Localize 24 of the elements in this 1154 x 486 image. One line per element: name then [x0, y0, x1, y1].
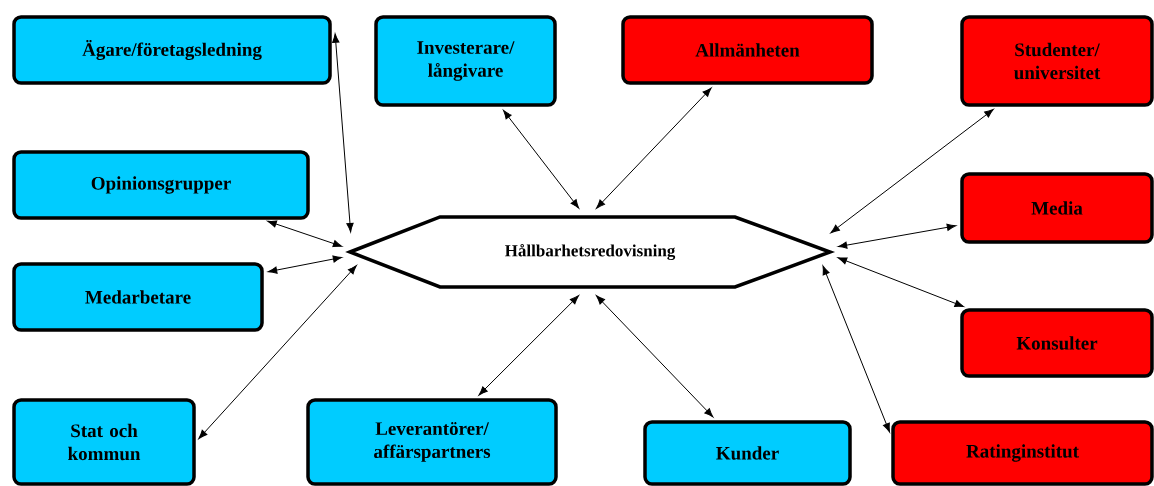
stakeholder-box: Konsulter [960, 308, 1154, 378]
stakeholder-box: Medarbetare [12, 262, 264, 332]
stakeholder-box: Allmänheten [621, 15, 874, 85]
stakeholder-box: Ratinginstitut [891, 420, 1154, 486]
arrow [837, 223, 957, 249]
stakeholder-box: Stat och kommun [12, 398, 196, 486]
stakeholder-box: Studenter/ universitet [960, 15, 1154, 107]
arrow [503, 109, 580, 209]
arrow [837, 257, 964, 308]
stakeholder-box: Opinionsgrupper [12, 150, 310, 220]
arrow [478, 295, 579, 396]
stakeholder-box: Leverantörer/ affärspartners [306, 398, 558, 486]
arrow [267, 220, 343, 248]
stakeholder-box: Investerare/ långivare [374, 15, 557, 107]
arrow [267, 255, 343, 274]
arrow [822, 265, 891, 433]
arrow [830, 109, 994, 234]
arrow [596, 295, 714, 418]
arrow [595, 87, 712, 209]
stakeholder-box: Media [960, 172, 1154, 244]
arrow [198, 265, 357, 440]
arrow [332, 33, 354, 233]
stakeholder-box: Ägare/företagsledning [12, 15, 332, 85]
stakeholder-box: Kunder [643, 420, 852, 486]
